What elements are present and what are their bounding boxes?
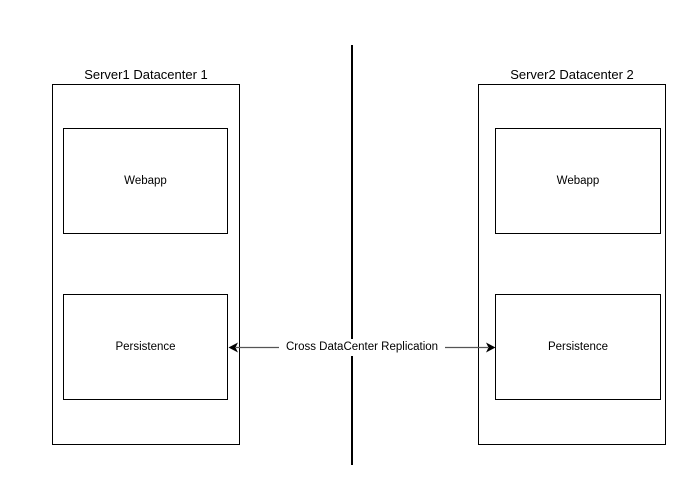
datacenter-2-webapp-box: Webapp: [495, 128, 661, 234]
datacenter-1-webapp-box: Webapp: [63, 128, 228, 234]
datacenter-2-title: Server2 Datacenter 2: [510, 67, 634, 82]
datacenter-1-persistence-label: Persistence: [115, 341, 176, 353]
datacenter-1-persistence-box: Persistence: [63, 294, 228, 400]
datacenter-1-title: Server1 Datacenter 1: [84, 67, 208, 82]
replication-arrow-right-icon: [486, 342, 496, 353]
replication-label: Cross DataCenter Replication: [279, 339, 445, 356]
datacenter-divider: [351, 45, 353, 465]
datacenter-2-persistence-label: Persistence: [547, 341, 609, 353]
replication-arrow-left-icon: [228, 342, 238, 353]
datacenter-2-webapp-label: Webapp: [556, 175, 600, 187]
datacenter-2-persistence-box: Persistence: [495, 294, 661, 400]
datacenter-1-webapp-label: Webapp: [124, 175, 167, 187]
